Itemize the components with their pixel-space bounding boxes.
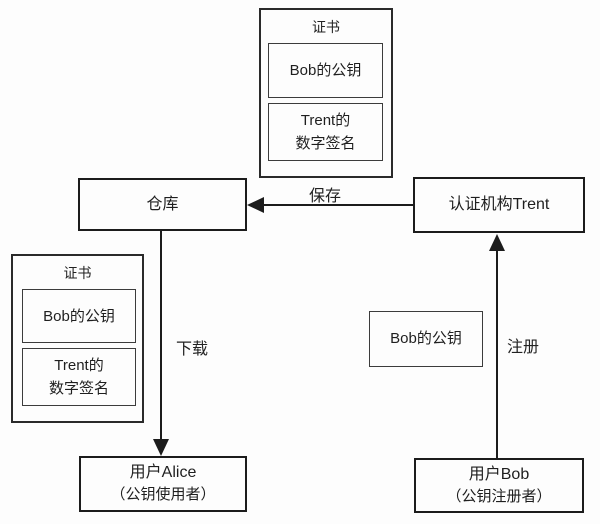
certificate-authority-label: 认证机构Trent [448,196,550,213]
save-arrow-line [263,204,413,206]
user-bob-node: 用户Bob （公钥注册者） [414,458,584,513]
certificate-signature-line1: Trent的 [300,112,351,129]
certificate-box-top: 证书 Bob的公钥 Trent的 数字签名 [259,8,393,178]
certificate-signature-line2: 数字签名 [295,135,356,152]
certificate-public-key-box: Bob的公钥 [268,43,383,98]
certificate-signature-box: Trent的 数字签名 [22,348,136,406]
certificate-public-key-label: Bob的公钥 [43,307,115,325]
certificate-title: 证书 [312,19,340,35]
user-alice-name: 用户Alice [129,464,197,481]
certificate-box-left: 证书 Bob的公钥 Trent的 数字签名 [11,254,144,423]
bob-public-key-node: Bob的公钥 [369,311,483,367]
user-alice-role: （公钥使用者） [110,486,216,503]
user-alice-node: 用户Alice （公钥使用者） [79,456,247,512]
download-arrow-line [160,231,162,440]
save-arrow-label: 保存 [308,188,341,205]
user-bob-name: 用户Bob [468,465,530,483]
certificate-authority-node: 认证机构Trent [413,177,585,233]
save-arrowhead-icon [247,197,264,213]
certificate-title: 证书 [63,265,92,281]
certificate-signature-line1: Trent的 [54,357,104,374]
certificate-signature-box: Trent的 数字签名 [268,103,383,161]
repository-node: 仓库 [78,178,247,231]
register-arrow-label: 注册 [507,339,540,356]
repository-label: 仓库 [146,195,179,213]
certificate-public-key-box: Bob的公钥 [22,289,136,343]
certificate-signature-line2: 数字签名 [48,380,109,397]
download-arrowhead-icon [153,439,169,456]
register-arrowhead-icon [489,234,505,251]
certificate-public-key-label: Bob的公钥 [289,62,362,79]
register-arrow-line [496,250,498,458]
user-bob-role: （公钥注册者） [446,487,552,505]
bob-public-key-label: Bob的公钥 [390,330,462,347]
download-arrow-label: 下载 [176,341,209,358]
